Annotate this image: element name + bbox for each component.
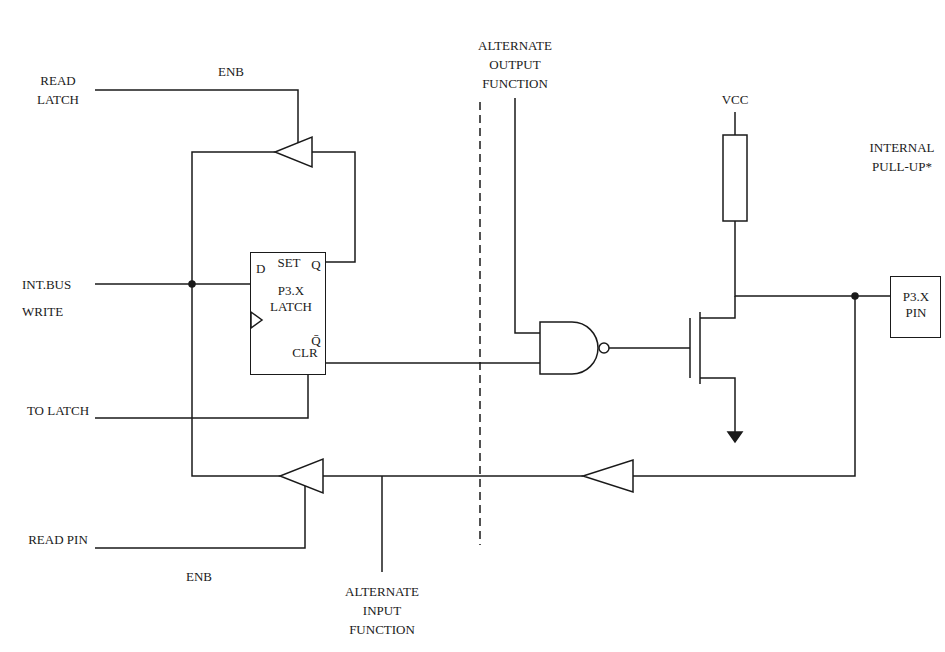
gate-wire	[609, 347, 690, 349]
read-pin-wire	[95, 486, 305, 548]
vcc-wire	[734, 112, 736, 135]
nand-gate	[540, 322, 598, 374]
node-text: SET	[271, 255, 307, 271]
d-input-wire	[95, 283, 250, 285]
pin-box: P3.X PIN	[890, 276, 941, 338]
node-text: D	[256, 261, 270, 277]
fet-gate	[689, 318, 691, 378]
node-text: P3.X LATCH	[263, 283, 319, 315]
fet-channel	[699, 312, 701, 384]
pin-read-wire	[323, 475, 583, 477]
q-bar-wire	[325, 362, 540, 364]
latch-read-buffer	[275, 137, 312, 167]
alternate-input-wire	[381, 476, 383, 572]
divider-line	[479, 102, 481, 545]
fet-source	[700, 378, 735, 432]
signal-label: INTERNAL PULL-UP*	[864, 138, 940, 176]
signal-label: READ PIN	[24, 530, 92, 549]
internal-bus-wire	[192, 152, 280, 476]
read-latch-wire	[95, 90, 298, 143]
signal-label: VCC	[715, 90, 755, 109]
q-output-wire	[312, 152, 355, 262]
signal-label: ENB	[214, 62, 248, 81]
pin-sense-wire	[633, 296, 855, 476]
signal-label: ENB	[182, 567, 216, 586]
junction-dot	[189, 281, 195, 287]
clock-triangle	[251, 312, 262, 328]
nand-bubble	[599, 343, 609, 353]
latch-box: DSETQP3.X LATCHCLRQ̄	[250, 252, 326, 375]
ground-symbol	[728, 432, 742, 442]
signal-label: WRITE	[22, 302, 92, 321]
resistor-symbol	[723, 135, 747, 221]
signal-label: TO LATCH	[24, 401, 92, 420]
write-to-latch-wire	[95, 375, 308, 418]
pin-input-buffer	[583, 460, 633, 492]
node-text: Q	[309, 257, 323, 273]
node-text: Q̄	[309, 333, 323, 349]
pullup-wire	[735, 221, 890, 296]
fet-drain	[700, 296, 735, 318]
signal-label: READ LATCH	[24, 71, 92, 109]
signal-label: ALTERNATE OUTPUT FUNCTION	[462, 36, 568, 93]
pin-read-buffer	[280, 459, 323, 493]
signal-label: ALTERNATE INPUT FUNCTION	[330, 582, 434, 639]
alternate-output-wire	[515, 98, 540, 333]
signal-label: INT.BUS	[22, 275, 92, 294]
node-text: P3.X PIN	[894, 289, 938, 321]
